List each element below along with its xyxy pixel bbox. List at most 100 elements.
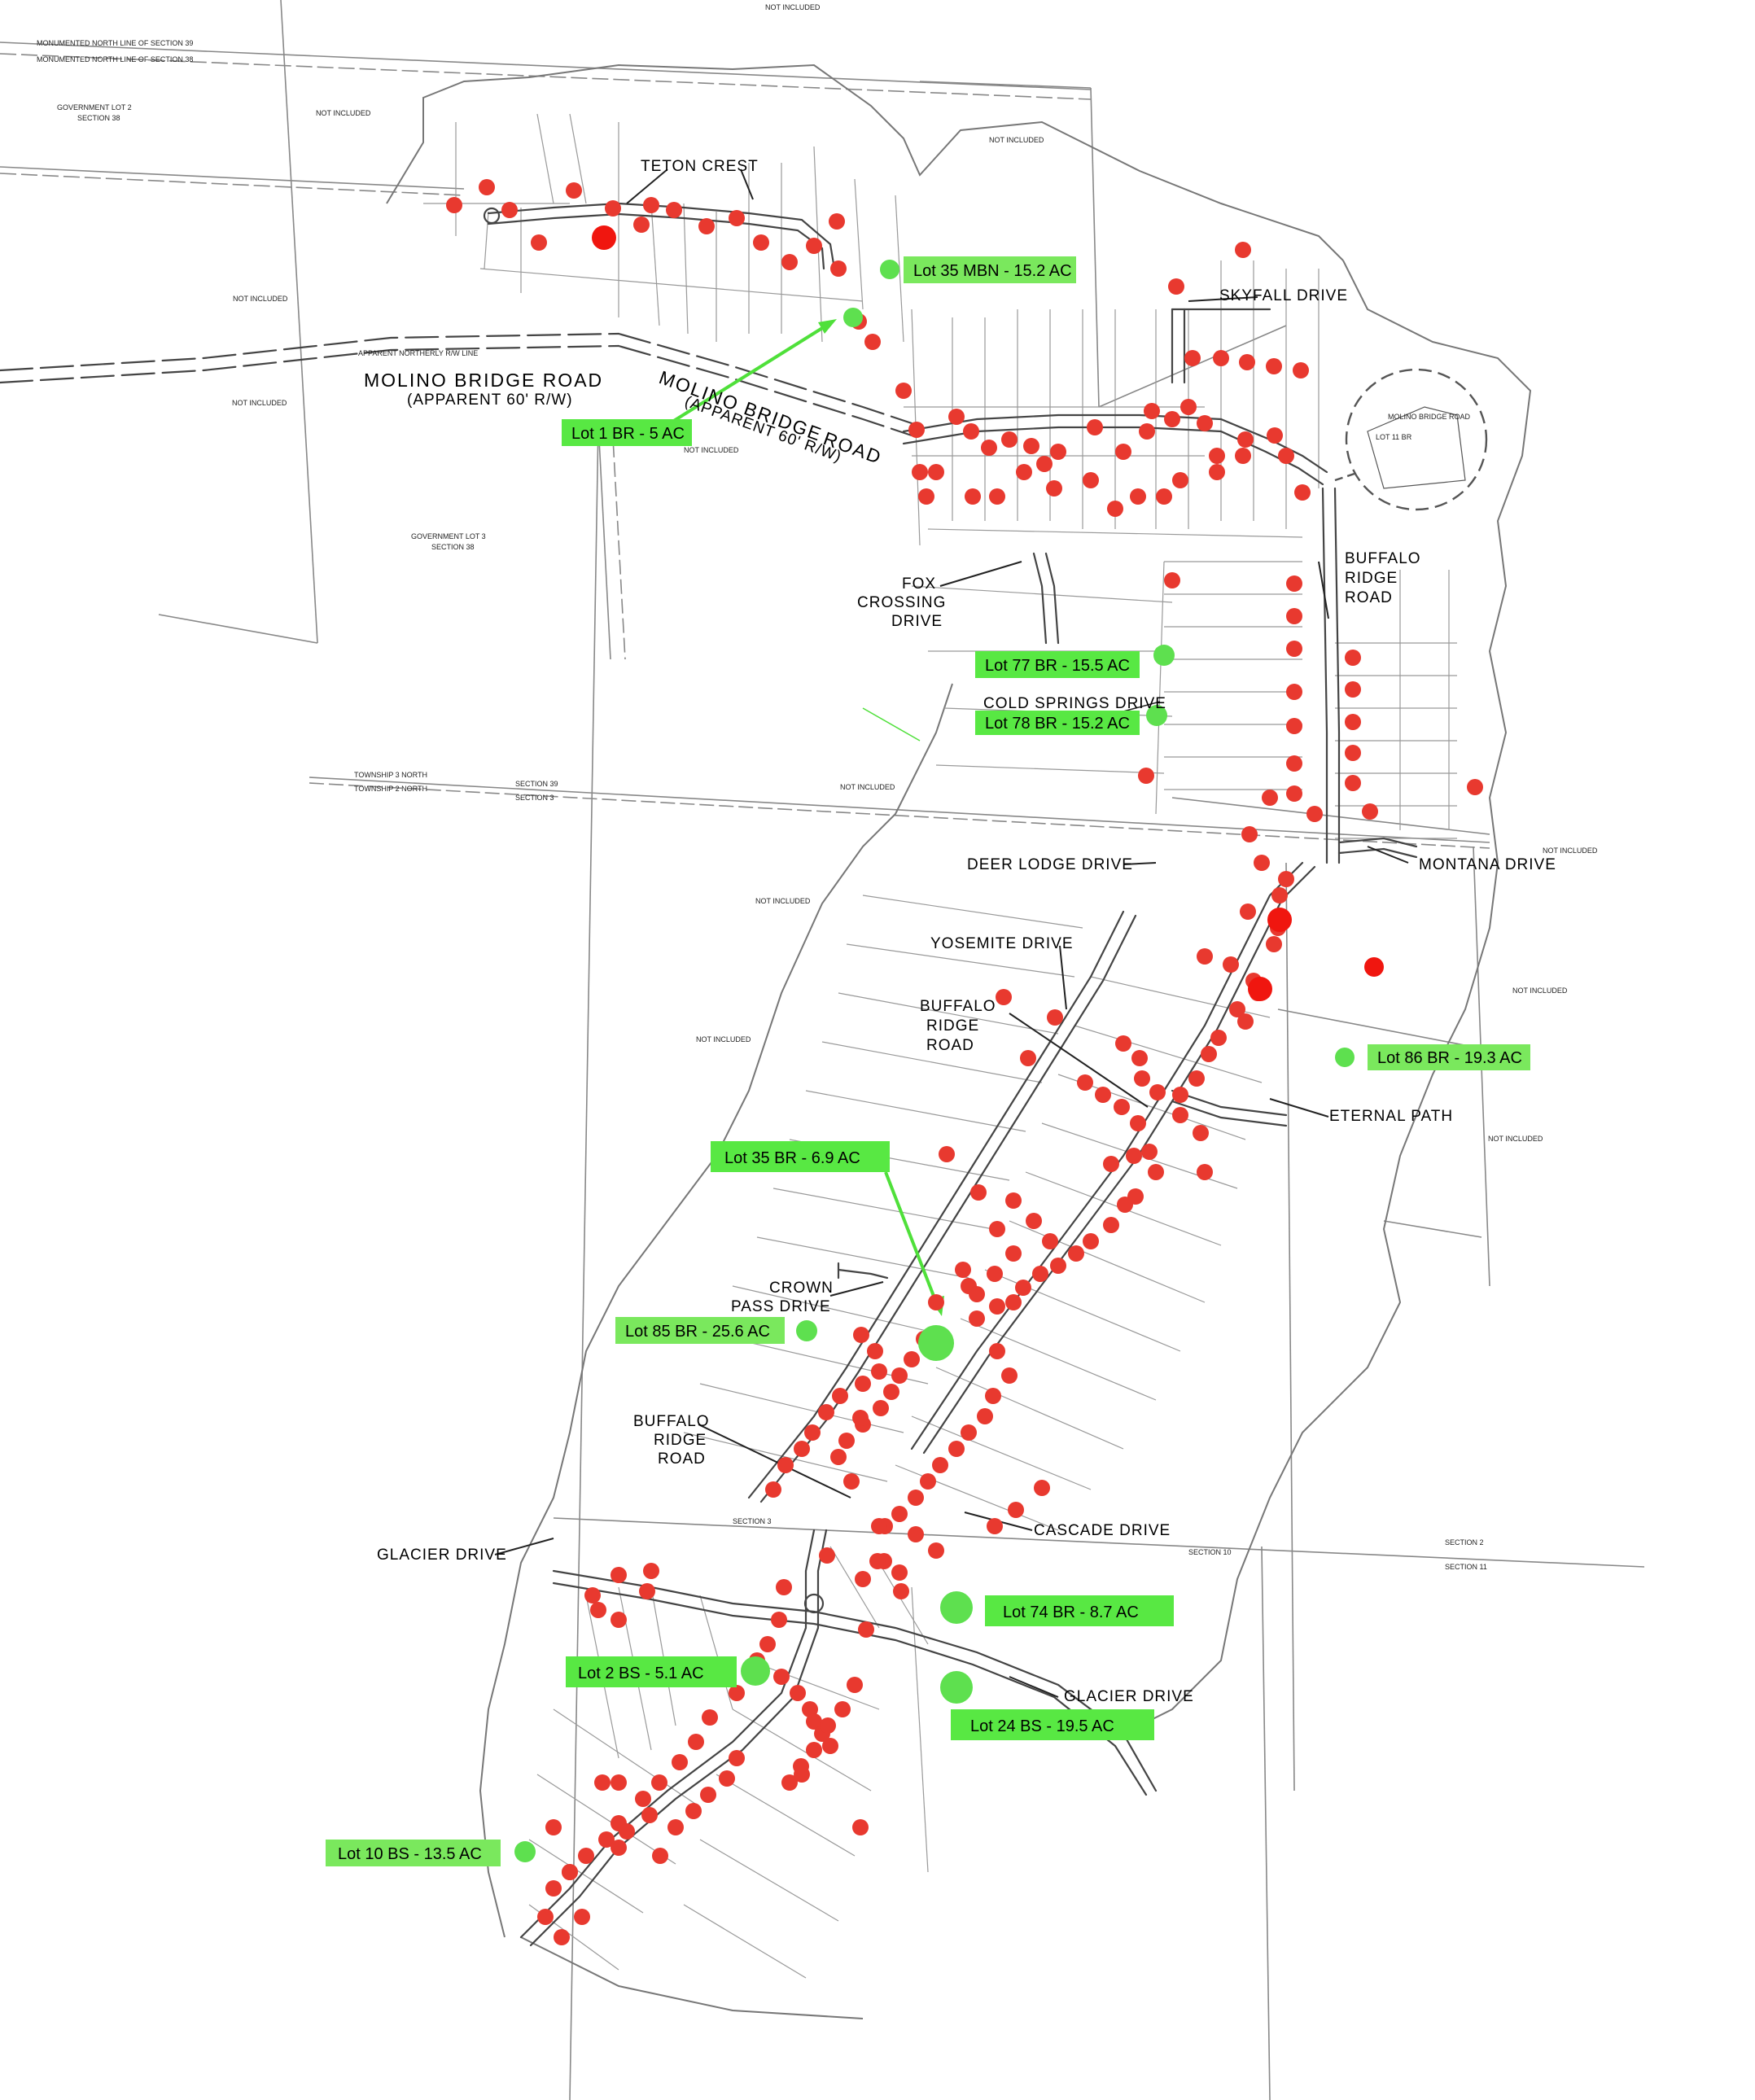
unavailable-lot-dot xyxy=(643,197,659,213)
unavailable-lot-dot xyxy=(545,1880,562,1897)
available-lot-dot[interactable] xyxy=(940,1671,973,1704)
inset-detail-circle xyxy=(1334,368,1488,511)
available-lot-dot[interactable] xyxy=(796,1320,817,1341)
plat-note: NOT INCLUDED xyxy=(840,783,895,791)
unavailable-lot-dot xyxy=(864,334,881,350)
unavailable-lot-dot xyxy=(1180,399,1197,415)
unavailable-lot-dot xyxy=(912,464,928,480)
unavailable-lot-dot xyxy=(830,260,847,277)
unavailable-lot-dot xyxy=(1032,1266,1048,1282)
unavailable-lot-dot xyxy=(989,1343,1005,1359)
plat-note: MONUMENTED NORTH LINE OF SECTION 39 xyxy=(37,39,193,47)
unavailable-lot-dot xyxy=(1210,1030,1227,1046)
plat-note: NOT INCLUDED xyxy=(765,3,821,11)
unavailable-lot-dot xyxy=(1239,354,1255,370)
unavailable-lot-dot xyxy=(989,1221,1005,1237)
plat-note: SECTION 3 xyxy=(515,794,554,802)
available-lot-dot[interactable] xyxy=(1335,1048,1355,1067)
unavailable-lot-dot xyxy=(1141,1144,1158,1160)
unavailable-lot-dot xyxy=(908,422,925,438)
unavailable-lot-dot xyxy=(1115,1035,1131,1052)
available-lot-dot[interactable] xyxy=(880,260,899,279)
unavailable-lot-dot xyxy=(594,1774,611,1791)
unavailable-lot-dot xyxy=(1068,1245,1084,1262)
road-label-buffalo-ridge-road: BUFFALO xyxy=(1345,550,1421,567)
available-lot-dot[interactable] xyxy=(940,1591,973,1624)
callout-lot-35-mbn[interactable]: Lot 35 MBN - 15.2 AC xyxy=(904,256,1076,283)
callout-lot-1-br[interactable]: Lot 1 BR - 5 AC xyxy=(562,419,692,446)
unavailable-lot-dot xyxy=(891,1564,908,1581)
unavailable-lot-dot xyxy=(1188,1070,1205,1087)
unavailable-lot-dot xyxy=(781,1774,798,1791)
callout-lot-86-br[interactable]: Lot 86 BR - 19.3 AC xyxy=(1368,1044,1530,1070)
unavailable-lot-dot xyxy=(672,1754,688,1770)
unavailable-lot-dot xyxy=(920,1473,936,1490)
unavailable-lot-dot xyxy=(633,217,650,233)
unavailable-lot-dot xyxy=(1047,1009,1063,1026)
road-label-yosemite-drive: YOSEMITE DRIVE xyxy=(930,935,1074,952)
unavailable-lot-dot xyxy=(1286,718,1302,734)
callout-lot-77-br[interactable]: Lot 77 BR - 15.5 AC xyxy=(975,651,1140,678)
unavailable-lot-dot xyxy=(843,1473,860,1490)
unavailable-lot-dot xyxy=(987,1518,1003,1534)
unavailable-lot-dot xyxy=(818,1404,834,1420)
unavailable-lot-dot xyxy=(729,1685,745,1701)
unavailable-lot-dot xyxy=(1271,887,1288,903)
road-label-deer-lodge-drive: DEER LODGE DRIVE xyxy=(967,856,1133,873)
unavailable-lot-dot xyxy=(1345,775,1361,791)
unavailable-lot-dot xyxy=(1267,427,1283,444)
plat-note: SECTION 39 xyxy=(515,780,558,788)
unavailable-lot-dot xyxy=(1293,362,1309,378)
callout-lot-10-bs[interactable]: Lot 10 BS - 13.5 AC xyxy=(326,1840,501,1866)
unavailable-lot-dot xyxy=(1172,1107,1188,1123)
callout-lot-85-br[interactable]: Lot 85 BR - 25.6 AC xyxy=(615,1317,785,1344)
unavailable-lot-dot xyxy=(989,488,1005,505)
unavailable-lot-dot xyxy=(932,1457,948,1473)
unavailable-lot-dot xyxy=(1036,456,1053,472)
unavailable-lot-dot xyxy=(1130,488,1146,505)
road-label-buffalo-ridge-road: BUFFALO xyxy=(633,1413,710,1430)
unavailable-lot-dot xyxy=(939,1146,955,1162)
unavailable-lot-dot xyxy=(685,1803,702,1819)
plat-note: SECTION 38 xyxy=(77,114,120,122)
callout-lot-2-bs[interactable]: Lot 2 BS - 5.1 AC xyxy=(566,1656,737,1687)
unavailable-lot-dot xyxy=(584,1587,601,1603)
unavailable-lot-dot xyxy=(562,1864,578,1880)
plat-note: NOT INCLUDED xyxy=(755,897,811,905)
unavailable-lot-dot xyxy=(1168,278,1184,295)
unavailable-lot-dot xyxy=(1345,681,1361,698)
available-lot-dot[interactable] xyxy=(1146,705,1167,726)
callout-lot-35-br[interactable]: Lot 35 BR - 6.9 AC xyxy=(711,1141,890,1172)
callout-label: Lot 1 BR - 5 AC xyxy=(571,425,685,443)
unavailable-lot-dot xyxy=(1262,790,1278,806)
unavailable-lot-dot xyxy=(830,1449,847,1465)
unavailable-lot-dot xyxy=(891,1506,908,1522)
unavailable-lot-dot xyxy=(1266,358,1282,374)
available-lot-dot[interactable] xyxy=(741,1656,770,1686)
unavailable-lot-dot xyxy=(1345,714,1361,730)
unavailable-lot-dot xyxy=(1235,242,1251,258)
unavailable-lot-dot xyxy=(1103,1156,1119,1172)
unavailable-lot-dot xyxy=(891,1367,908,1384)
unavailable-lot-dot xyxy=(819,1547,835,1564)
unavailable-lot-dot xyxy=(765,1481,781,1498)
unavailable-lot-dot xyxy=(871,1363,887,1380)
callout-lot-78-br[interactable]: Lot 78 BR - 15.2 AC xyxy=(975,711,1140,735)
plat-note: NOT INCLUDED xyxy=(1512,987,1568,995)
callout-label: Lot 77 BR - 15.5 AC xyxy=(985,657,1130,675)
available-lot-dot[interactable] xyxy=(514,1841,536,1862)
plat-note: MONUMENTED NORTH LINE OF SECTION 38 xyxy=(37,55,193,63)
callout-lot-74-br[interactable]: Lot 74 BR - 8.7 AC xyxy=(985,1595,1174,1626)
road-label-cascade-drive: CASCADE DRIVE xyxy=(1034,1522,1171,1539)
available-lot-dot[interactable] xyxy=(843,308,863,327)
unavailable-lot-dot xyxy=(1164,572,1180,588)
plat-note: NOT INCLUDED xyxy=(1488,1135,1543,1143)
road-label-molino-bridge-road: MOLINO BRIDGE ROAD xyxy=(364,370,603,391)
unavailable-lot-dot xyxy=(578,1848,594,1864)
callout-lot-24-bs[interactable]: Lot 24 BS - 19.5 AC xyxy=(951,1709,1154,1740)
unavailable-lot-dot xyxy=(592,225,616,250)
available-lot-dot[interactable] xyxy=(918,1325,954,1361)
plat-note: TOWNSHIP 2 NORTH xyxy=(354,785,427,793)
available-lot-dot[interactable] xyxy=(1153,645,1175,666)
callout-label: Lot 2 BS - 5.1 AC xyxy=(578,1665,704,1682)
